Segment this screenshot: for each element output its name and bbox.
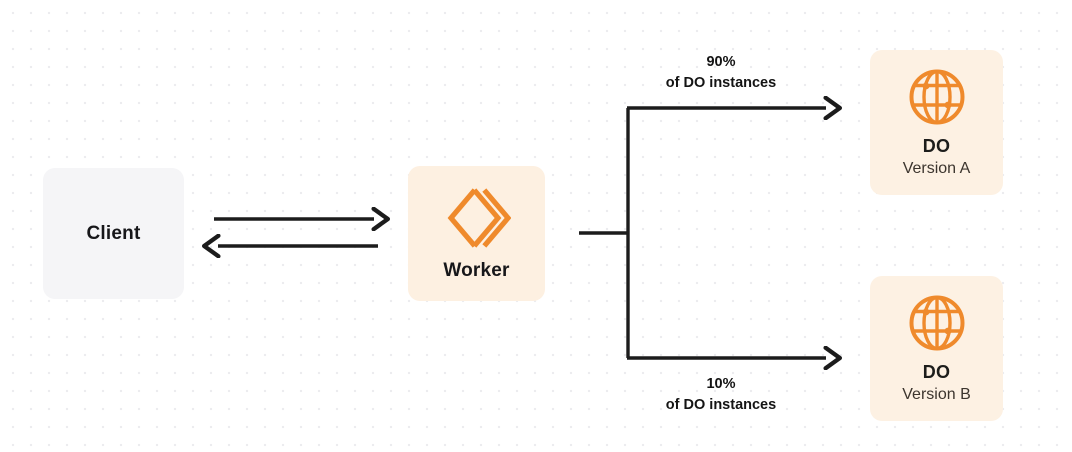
node-do-version-a[interactable]: DO Version A — [870, 50, 1003, 195]
node-do-version-a-subtitle: Version A — [902, 160, 971, 178]
node-do-version-b[interactable]: DO Version B — [870, 276, 1003, 421]
node-worker[interactable]: Worker — [408, 166, 545, 301]
globe-icon — [909, 295, 964, 351]
node-do-version-b-title: DO — [922, 361, 951, 382]
edge-label-do-b: 10% of DO instances — [634, 374, 808, 415]
node-worker-label: Worker — [443, 259, 510, 281]
node-do-version-b-subtitle: Version B — [902, 386, 971, 404]
edge-label-do-b-percent: 10% — [706, 376, 736, 392]
edge-label-do-a: 90% of DO instances — [634, 52, 808, 93]
globe-icon — [909, 69, 964, 125]
edge-label-do-a-percent: 90% — [706, 54, 736, 70]
node-client[interactable]: Client — [43, 168, 184, 299]
edge-label-do-b-description: of DO instances — [665, 396, 777, 413]
cloudflare-workers-icon — [447, 187, 511, 248]
node-do-version-a-title: DO — [922, 135, 951, 156]
edge-label-do-a-description: of DO instances — [665, 74, 777, 91]
node-client-label: Client — [86, 222, 141, 244]
